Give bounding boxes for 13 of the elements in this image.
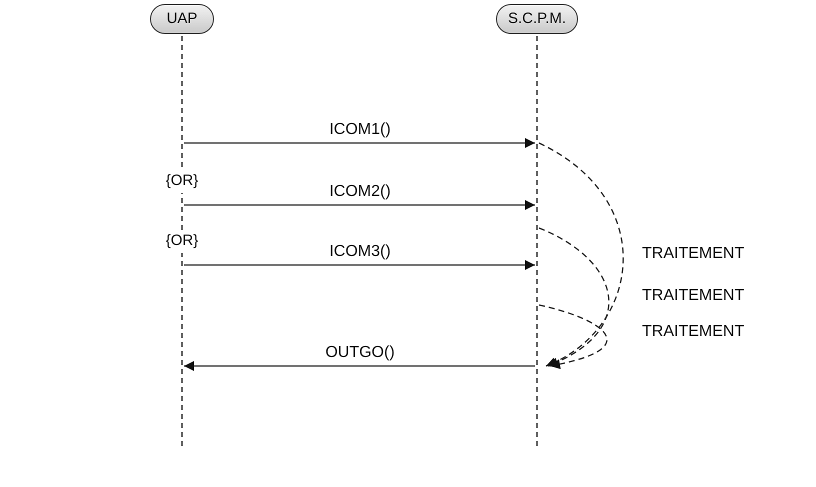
- participant-pill: [150, 4, 214, 34]
- message-arrow: [184, 138, 535, 148]
- message-arrow: [184, 260, 535, 270]
- dashed-arrow: [538, 142, 624, 367]
- lifeline: [535, 36, 539, 446]
- dashed-arrow: [538, 304, 608, 369]
- participant-pill: [496, 4, 578, 34]
- constraint-label: {OR}: [166, 170, 198, 192]
- message-arrow: [184, 200, 535, 210]
- participant-name: UAP: [166, 8, 198, 29]
- message-arrow: [184, 361, 535, 371]
- participant-name: S.C.P.M.: [508, 8, 566, 29]
- dashed-arrow: [538, 227, 610, 367]
